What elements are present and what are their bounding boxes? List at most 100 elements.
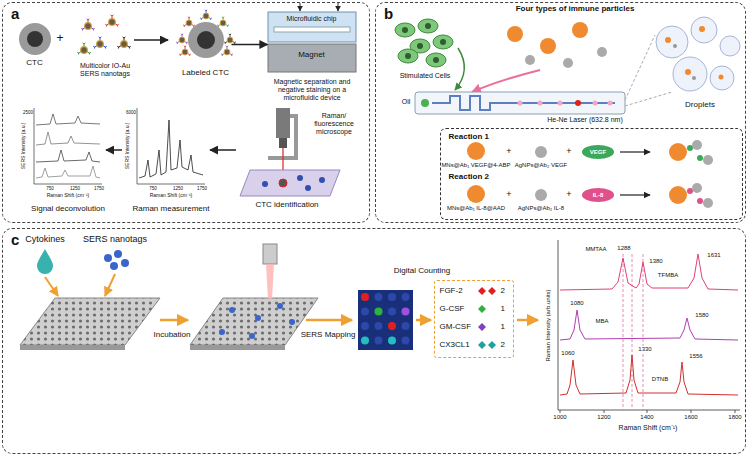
label: IL-8 [593,192,604,199]
count-icons [478,341,496,349]
label: Digital Counting [394,266,450,275]
microfluidic-device [268,3,356,72]
label: 1556 [688,353,703,360]
reaction-2 [467,183,713,208]
nanotag-cluster [81,19,95,31]
droplet-chip [415,92,625,114]
count-icons [478,305,486,313]
sers-map [375,337,383,345]
label: VEGF [590,149,606,156]
droplets [699,26,705,32]
reaction-2 [582,188,614,202]
droplet-chip [421,99,429,107]
slide [297,175,303,181]
panel: cFGF-22G-CSF1GM-CSF1CX3CL12 [2,228,746,454]
droplets [673,57,707,91]
array-chip-labeled [190,345,285,350]
stimulated-cells [395,19,453,67]
reaction-1 [669,143,687,161]
labeled-ctc [200,10,212,20]
label: MMTAA [584,246,607,253]
droplets [719,75,724,80]
label: MNs@Ab₁ VEGF@4-ABP [441,162,510,169]
reaction-1 [703,155,713,165]
droplet-chip [558,101,563,106]
labeled-ctc [176,34,188,44]
droplets [656,26,688,58]
slide [319,177,325,183]
nanotag-icon [104,254,112,262]
spectrum-plot [558,240,740,410]
droplets [656,17,740,91]
reaction-1 [467,140,713,165]
slide [262,181,268,187]
array-chip-labeled [219,303,295,339]
label: 6000 [126,110,136,115]
labeled-ctc [183,17,195,27]
raman-plot [137,108,205,184]
connector-arrow [232,44,268,46]
label: Raman/ fluorescence microscope [303,112,365,136]
reaction-1 [620,151,650,152]
sers-map [388,337,396,345]
slide [240,170,340,196]
sers-map [388,308,396,316]
deconvolution-plot [36,114,100,125]
node-text: Labeled CTC [180,68,232,77]
droplets [665,26,724,80]
array-chip-labeled [249,333,255,339]
droplet-chip [415,92,625,114]
array-chip [20,345,125,350]
reaction-1 [697,155,703,161]
droplet-chip [593,101,598,106]
array-chip [20,298,160,345]
reaction-2 [697,198,703,204]
node-text: 1 [501,322,505,331]
label: 1631 [706,252,721,259]
slide [305,185,311,191]
label: Incubation [154,330,191,339]
count-icons [478,287,496,295]
array-chip-labeled [190,298,318,350]
reaction-2 [703,198,713,208]
reaction-2 [692,183,702,193]
droplet-chip [432,96,615,110]
label: SERS nanotags [83,234,147,244]
label: 1250 [173,186,183,191]
label: Raman Intensity (arb.units) [545,289,552,361]
node-text: c [11,231,19,248]
label: He-Ne Laser (632.8 nm) [547,116,622,124]
microfluidic-device [268,44,356,72]
process-arrow [210,149,236,151]
process-arrow [306,319,352,322]
ctc-cell [19,23,51,55]
stimulated-cells [405,53,411,59]
chip-node: Microfluidic chipMagnet [268,12,356,72]
stimulated-cells [433,57,439,63]
node-text: 2 [501,286,505,295]
nanotag-cluster [77,43,91,55]
process-arrow [416,319,431,322]
sers-map [361,322,369,330]
stimulated-cells [425,23,431,29]
sers-map [361,293,369,301]
droplets [665,37,671,43]
process-arrow [106,149,122,151]
spectrum-plot [560,254,738,290]
cell-node: Labeled CTC [180,18,232,80]
label: Droplets [685,100,715,109]
label: 1750 [94,186,104,191]
label: AgNPs@Ab₂ VEGF [515,162,567,169]
laser [263,244,277,264]
label: 1600 [684,414,697,421]
node-text: a [11,5,19,22]
immune-particles [572,22,588,38]
label: Signal deconvolution [31,204,105,213]
node-text: CX3CL1 [440,340,470,349]
zoom-lines [625,35,655,100]
zoom-lines [625,92,672,106]
deconvolution-plot [36,166,100,178]
stimulated-cells [418,19,438,33]
labeled-ctc [176,10,236,58]
